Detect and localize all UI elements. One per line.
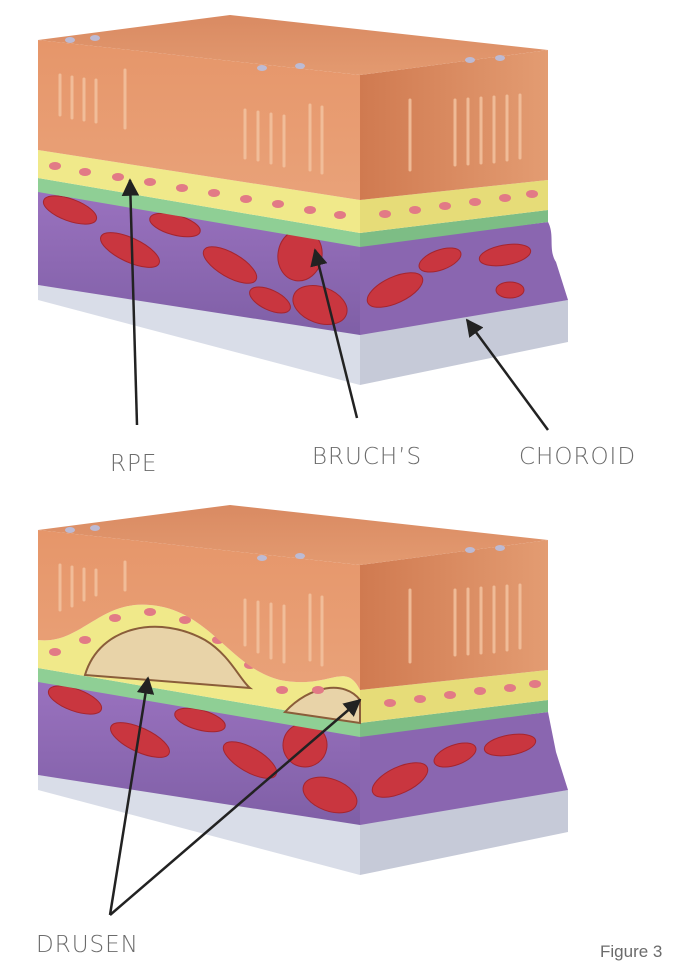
drusen-label: DRUSEN: [36, 932, 139, 958]
choroid-label: CHOROID: [519, 444, 636, 470]
normal-retina-block: [38, 15, 568, 430]
drusen-retina-block: [38, 505, 568, 915]
bruch-label: BRUCH’S: [312, 444, 422, 470]
rpe-label: RPE: [110, 451, 157, 477]
figure-caption: Figure 3: [600, 942, 662, 962]
